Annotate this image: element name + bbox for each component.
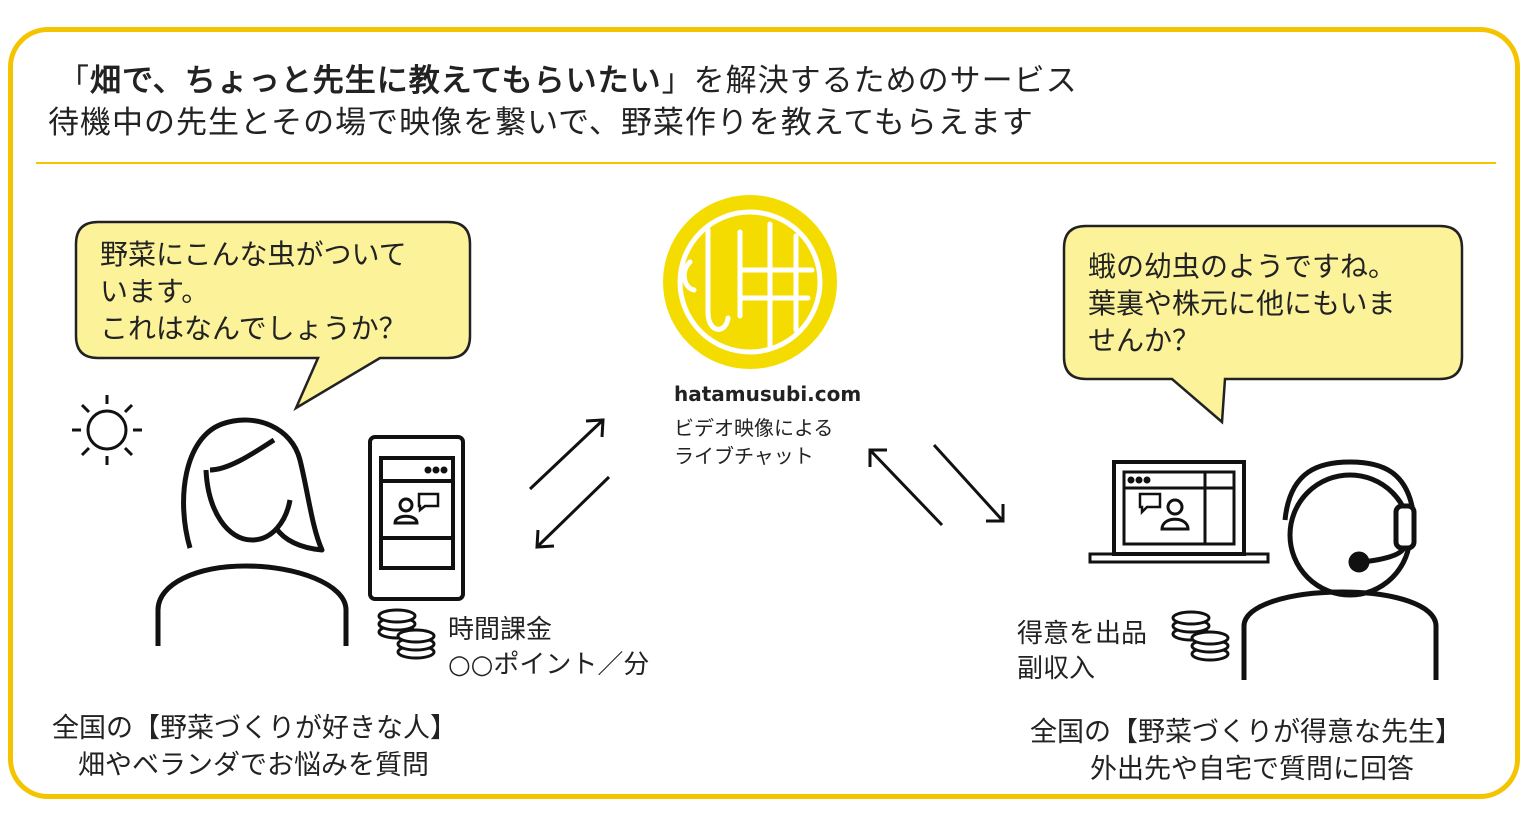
left-caption-line: 全国の【野菜づくりが好きな人】	[52, 713, 457, 744]
left-caption: 全国の【野菜づくりが好きな人】 畑やベランダでお悩みを質問	[52, 710, 457, 784]
fee-line: ○○ポイント／分	[448, 650, 650, 680]
coins-icon-left	[377, 608, 436, 660]
arrows-icon-right	[868, 443, 1005, 527]
outer-frame	[8, 27, 1520, 799]
divider	[36, 162, 1496, 164]
coins-icon-right	[1171, 610, 1230, 662]
income-line: 得意を出品	[1017, 619, 1148, 649]
headset-person-icon	[1241, 459, 1439, 680]
right-bubble-line: せんか？	[1088, 324, 1201, 357]
income-text: 得意を出品 副収入	[1017, 617, 1147, 687]
fee-line: 時間課金	[448, 615, 553, 645]
left-bubble-line: 野菜にこんな虫がついて	[100, 238, 407, 271]
left-bubble-line: います。	[100, 275, 210, 308]
right-bubble-line: 蛾の幼虫のようですね。	[1088, 250, 1397, 283]
left-bubble-line: これはなんでしょうか？	[100, 312, 407, 345]
fee-text: 時間課金 ○○ポイント／分	[448, 613, 649, 683]
service-description-line: ライブチャット	[674, 444, 814, 468]
woman-icon	[155, 417, 349, 646]
smartphone-icon	[368, 435, 465, 601]
right-bubble-line: 葉裏や株元に他にもいま	[1088, 287, 1396, 320]
left-bubble-text: 野菜にこんな虫がついて います。 これはなんでしょうか？	[100, 236, 407, 347]
income-line: 副収入	[1017, 654, 1096, 684]
service-domain: hatamusubi.com	[674, 382, 862, 406]
right-caption-line: 外出先や自宅で質問に回答	[1090, 754, 1414, 785]
right-bubble-text: 蛾の幼虫のようですね。 葉裏や株元に他にもいま せんか？	[1088, 248, 1396, 359]
right-speech-bubble	[1062, 224, 1464, 425]
sun-icon	[72, 395, 142, 465]
right-caption-line: 全国の【野菜づくりが得意な先生】	[1030, 717, 1462, 748]
headline: 「畑で、ちょっと先生に教えてもらいたい」を解決するためのサービス	[58, 63, 1078, 99]
subtitle: 待機中の先生とその場で映像を繋いで、野菜作りを教えてもらえます	[48, 105, 1034, 141]
laptop-icon	[1088, 460, 1270, 564]
right-caption: 全国の【野菜づくりが得意な先生】 外出先や自宅で質問に回答	[1030, 714, 1462, 788]
arrows-icon-left	[528, 418, 611, 549]
field-logo-icon	[663, 195, 837, 369]
service-description: ビデオ映像による ライブチャット	[674, 414, 833, 470]
service-description-line: ビデオ映像による	[674, 416, 834, 440]
left-caption-line: 畑やベランダでお悩みを質問	[78, 750, 429, 781]
left-speech-bubble	[74, 220, 472, 412]
headline-bold: 畑で、ちょっと先生に教えてもらいたい	[90, 63, 662, 99]
